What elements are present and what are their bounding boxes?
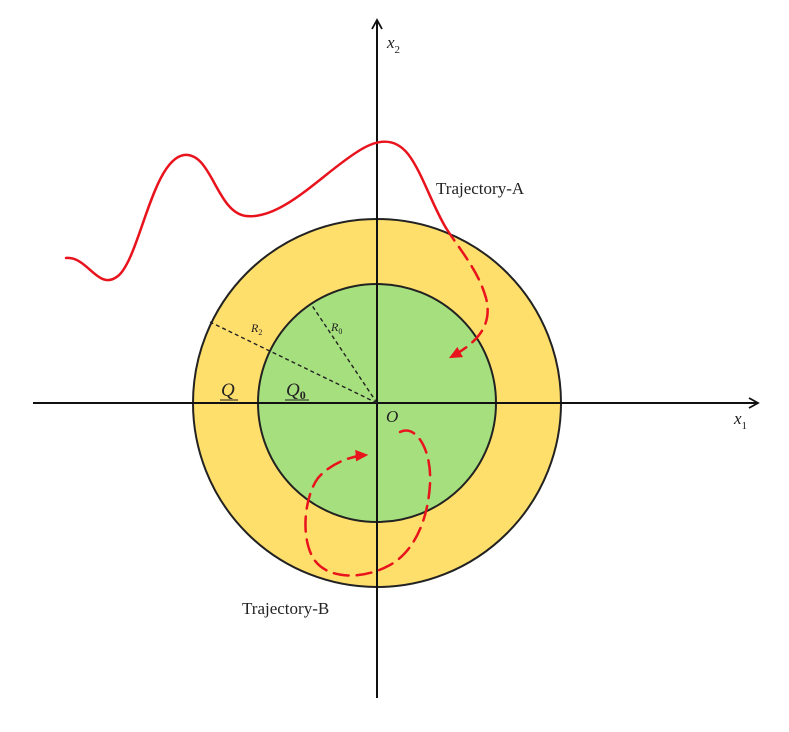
- inner-radius-line: [310, 303, 378, 404]
- inner-region-label: Q0: [286, 380, 306, 402]
- x2-axis-label: x2: [386, 33, 400, 56]
- x1-axis-label: x1: [733, 409, 747, 432]
- outer-region-label: Q: [221, 380, 235, 401]
- outer-radius-label: R2: [250, 321, 262, 337]
- trajectory-a-solid-path: [64, 140, 448, 282]
- trajectory-a-dashed-path: [444, 226, 489, 359]
- trajectory-b-dashed-path: [304, 429, 432, 577]
- trajectory-a-label: Trajectory-A: [436, 179, 525, 198]
- outer-radius-line: [209, 321, 378, 404]
- origin-label: O: [386, 407, 398, 426]
- inner-radius-label: R0: [330, 320, 342, 336]
- trajectory-b-label: Trajectory-B: [242, 599, 329, 618]
